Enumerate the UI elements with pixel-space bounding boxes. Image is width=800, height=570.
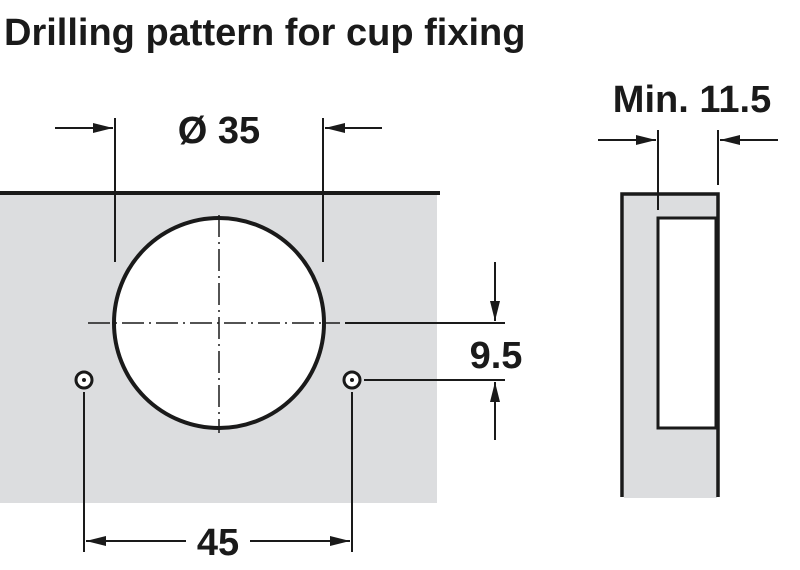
screw-hole-right	[342, 370, 362, 390]
min-thickness-dimension	[598, 130, 778, 210]
offset-dimension	[345, 262, 505, 440]
min-thickness-label: Min. 11.5	[613, 79, 771, 121]
hole-spacing-label: 45	[197, 522, 239, 564]
offset-label: 9.5	[470, 335, 523, 377]
diagram-title: Drilling pattern for cup fixing	[4, 12, 525, 54]
diameter-dimension	[55, 118, 382, 262]
diameter-label: Ø 35	[178, 110, 260, 152]
side-profile	[620, 192, 720, 498]
screw-hole-left	[74, 370, 94, 390]
hole-spacing-dimension	[83, 392, 353, 552]
